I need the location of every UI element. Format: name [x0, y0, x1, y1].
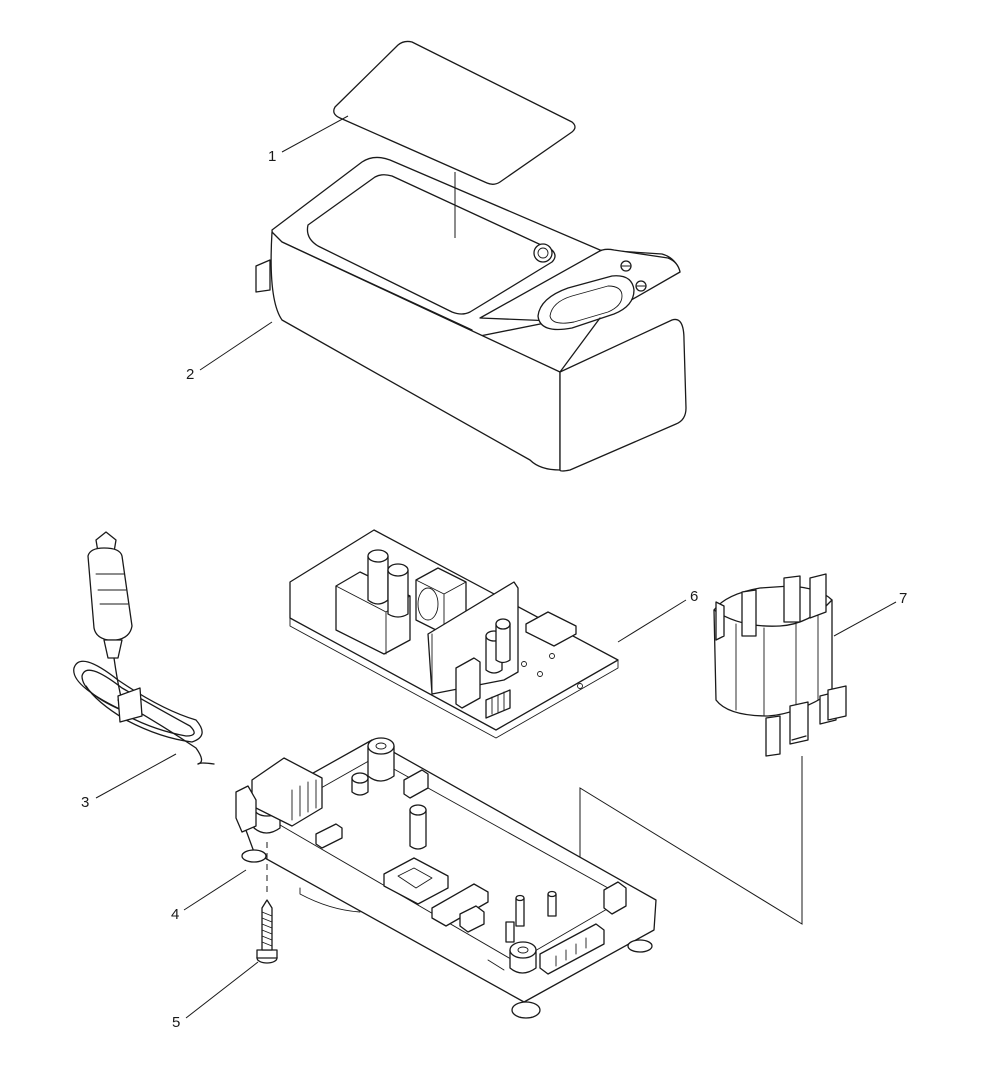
callout-1: 1	[268, 148, 276, 165]
leader-holder-to-base	[579, 756, 803, 925]
callout-leader-3	[95, 753, 177, 799]
part-5-screw	[256, 899, 278, 964]
callout-leader-2	[199, 321, 273, 371]
callout-leader-7	[833, 601, 897, 637]
callout-7: 7	[899, 590, 907, 607]
callout-leader-4	[183, 869, 247, 911]
part-4-base-housing	[235, 737, 657, 1019]
part-6-circuit-board	[289, 529, 619, 739]
callout-leader-5	[185, 961, 259, 1019]
part-3-car-plug-cord	[73, 531, 215, 765]
callout-leader-6	[617, 599, 687, 643]
callout-4: 4	[171, 906, 179, 923]
callout-3: 3	[81, 794, 89, 811]
callout-5: 5	[172, 1014, 180, 1031]
callout-6: 6	[690, 588, 698, 605]
callout-2: 2	[186, 366, 194, 383]
part-2-top-housing	[255, 156, 687, 472]
part-1-label-plate	[333, 40, 576, 185]
part-7-battery-holder	[713, 573, 847, 757]
callout-leader-1	[281, 115, 349, 153]
